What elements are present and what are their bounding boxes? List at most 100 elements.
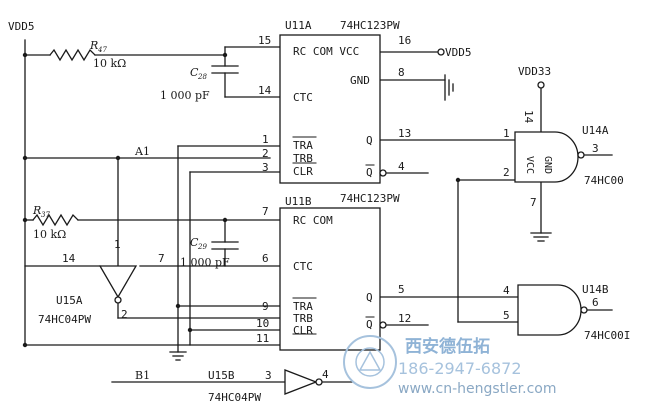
watermark-company: 西安德伍拓 <box>405 336 490 357</box>
label-u15b-part: 74HC04PW <box>208 391 261 404</box>
label-c28: C <box>190 66 199 79</box>
u11a-qbar-bubble <box>379 169 387 177</box>
label-u11a-rc: RC COM VCC <box>293 45 359 58</box>
label-pin16: 16 <box>398 34 411 47</box>
label-r37-sub: 37 <box>41 211 50 219</box>
label-c29: C <box>190 236 199 249</box>
label-r47: R <box>89 39 98 52</box>
wires-u11b <box>24 157 519 361</box>
vdd33-terminal <box>537 81 545 89</box>
overlines <box>292 136 375 335</box>
labels: VDD5 R 47 10 kΩ C 28 1 000 pF U11A 74HC1… <box>8 19 630 404</box>
nand-gate-u14a <box>514 131 579 183</box>
watermark-url: www.cn-hengstler.com <box>398 381 557 397</box>
label-u11b: U11B <box>285 195 312 208</box>
label-net7: 7 <box>158 252 165 265</box>
label-u11a-gnd: GND <box>350 74 370 87</box>
label-pin3: 3 <box>262 161 269 174</box>
label-u11b-q: Q <box>366 291 373 304</box>
nand-gate-u14b <box>517 284 582 336</box>
label-pin12: 12 <box>398 312 411 325</box>
label-pin14a: 14 <box>258 84 272 97</box>
label-u14a-gnd: GND <box>542 156 553 174</box>
label-c28-val: 1 000 pF <box>160 89 210 102</box>
label-u14b: U14B <box>582 283 609 296</box>
label-u14a-part: 74HC00 <box>584 174 624 187</box>
label-r47-val: 10 kΩ <box>93 57 126 70</box>
label-c28-sub: 28 <box>197 73 207 81</box>
inverter-u15b-bubble <box>315 378 323 386</box>
label-u14a-vcc: VCC <box>524 156 535 174</box>
label-vdd5-left: VDD5 <box>8 20 35 33</box>
label-u11b-tra: TRA <box>293 300 313 313</box>
label-u11a-qbar: Q <box>366 166 373 179</box>
label-u14a-pin2: 2 <box>503 166 510 179</box>
label-vdd33: VDD33 <box>518 65 551 78</box>
label-u14b-pin4: 4 <box>503 284 510 297</box>
label-u15b: U15B <box>208 369 235 382</box>
ic-u11b <box>279 207 381 351</box>
label-pin11: 11 <box>256 332 269 345</box>
label-pin5b: 5 <box>398 283 405 296</box>
label-pin9: 9 <box>262 300 269 313</box>
label-pin15: 15 <box>258 34 271 47</box>
label-u15a-part: 74HC04PW <box>38 313 91 326</box>
label-u14a: U14A <box>582 124 609 137</box>
label-u11b-ctc: CTC <box>293 260 313 273</box>
label-u15a: U15A <box>56 294 83 307</box>
label-pin10: 10 <box>256 317 269 330</box>
resistor-r47 <box>49 48 96 62</box>
watermark-phone: 186-2947-6872 <box>398 359 522 378</box>
label-pin8: 8 <box>398 66 405 79</box>
label-u14a-pin3: 3 <box>592 142 599 155</box>
label-u11b-trb: TRB <box>293 312 313 325</box>
label-r37-val: 10 kΩ <box>33 228 66 241</box>
label-pin13: 13 <box>398 127 411 140</box>
label-u11a-ctc: CTC <box>293 91 313 104</box>
label-b1: B1 <box>135 369 150 382</box>
wires-u11a <box>24 39 516 353</box>
label-r37: R <box>32 204 41 217</box>
label-net14: 14 <box>62 252 76 265</box>
label-u14b-pin6: 6 <box>592 296 599 309</box>
label-c29-val: 1 000 pF <box>180 256 230 269</box>
resistor-r37 <box>32 213 79 227</box>
nand-u14a-bubble <box>577 151 585 159</box>
label-u11b-qbar: Q <box>366 318 373 331</box>
label-u15b-pin3: 3 <box>265 369 272 382</box>
label-u11b-part: 74HC123PW <box>340 192 400 205</box>
u11b-qbar-bubble <box>379 321 387 329</box>
label-pin1: 1 <box>262 133 269 146</box>
ic-u11a <box>279 34 381 184</box>
label-a1: A1 <box>134 145 150 158</box>
label-u15a-pin2: 2 <box>121 308 128 321</box>
label-u11a-part: 74HC123PW <box>340 19 400 32</box>
inverter-u15b <box>284 369 318 395</box>
label-u14b-pin5: 5 <box>503 309 510 322</box>
label-u15b-pin4: 4 <box>322 368 329 381</box>
label-u11a: U11A <box>285 19 312 32</box>
label-vdd5-right: VDD5 <box>445 46 472 59</box>
watermark: 西安德伍拓 186-2947-6872 www.cn-hengstler.com <box>343 335 557 397</box>
label-u11a-tra: TRA <box>293 139 313 152</box>
label-pin2: 2 <box>262 147 269 160</box>
label-u11b-clr: CLR <box>293 324 313 337</box>
label-r47-sub: 47 <box>97 46 107 54</box>
label-u14b-part: 74HC00I <box>584 329 630 342</box>
label-u14a-pin1: 1 <box>503 127 510 140</box>
inverter-u15a <box>98 265 138 299</box>
label-u11a-clr: CLR <box>293 165 313 178</box>
label-pin4a: 4 <box>398 160 405 173</box>
vdd5-terminal <box>437 48 445 56</box>
label-pin7b: 7 <box>262 205 269 218</box>
label-c29-sub: 29 <box>197 243 207 251</box>
nand-u14b-bubble <box>580 306 588 314</box>
label-u14a-pin14: 14 <box>522 110 535 124</box>
wires-nand <box>111 87 613 383</box>
label-u11b-rc: RC COM <box>293 214 333 227</box>
watermark-logo-icon <box>343 335 397 389</box>
label-u11a-q: Q <box>366 134 373 147</box>
inverter-u15a-bubble <box>114 296 122 304</box>
junctions <box>22 52 461 348</box>
